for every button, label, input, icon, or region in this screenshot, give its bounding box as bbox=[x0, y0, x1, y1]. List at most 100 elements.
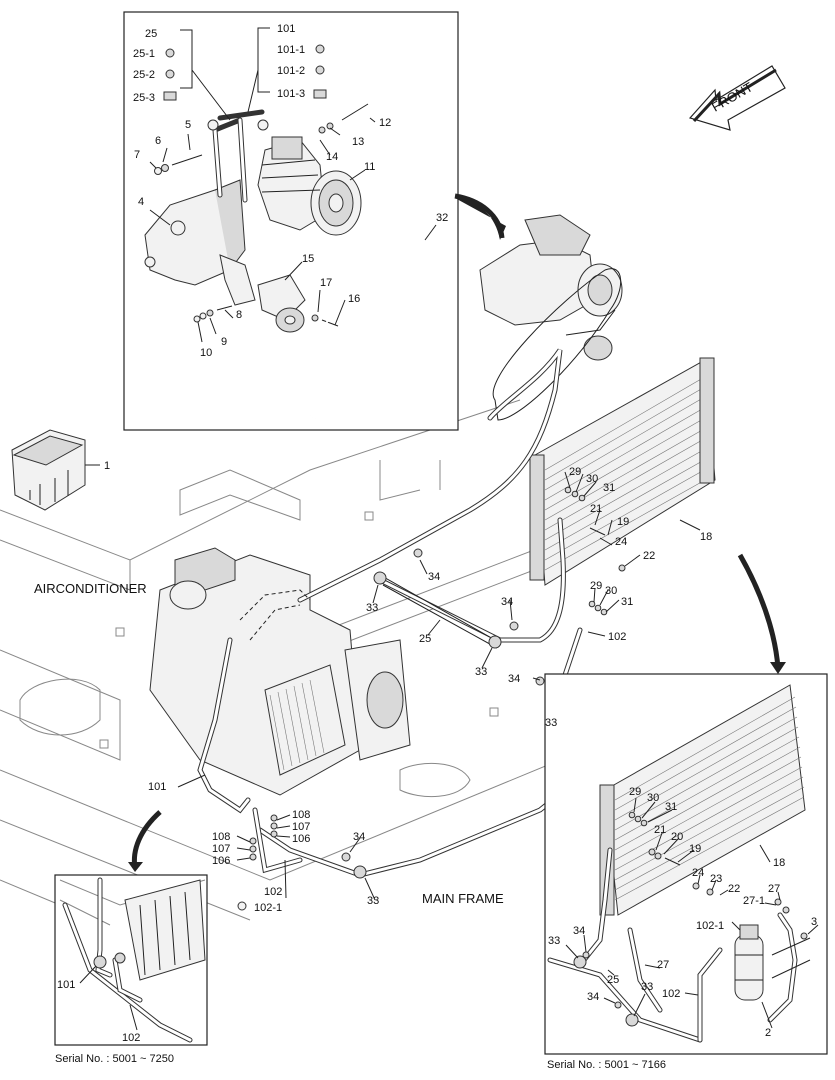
serial-right: Serial No. : 5001 ~ 7166 bbox=[547, 1059, 666, 1071]
callout-30: 30 bbox=[586, 473, 598, 485]
refrigerant-hoses bbox=[197, 348, 592, 878]
callout-33-a: 33 bbox=[366, 602, 378, 614]
rinset-callout-33-b: 33 bbox=[641, 981, 653, 993]
callout-25-2: 25-2 bbox=[133, 69, 155, 81]
rinset-callout-31: 31 bbox=[665, 801, 677, 813]
callout-102-1: 102-1 bbox=[254, 902, 282, 914]
callout-labels-left-inset: 101 102 bbox=[57, 979, 140, 1044]
callout-30-b: 30 bbox=[605, 585, 617, 597]
callout-33-d: 33 bbox=[367, 895, 379, 907]
callout-5: 5 bbox=[185, 119, 191, 131]
callout-25-3: 25-3 bbox=[133, 92, 155, 104]
belt-tensioner bbox=[257, 274, 306, 333]
rinset-callout-3: 3 bbox=[811, 916, 817, 928]
callout-25: 25 bbox=[145, 28, 157, 40]
rinset-callout-25: 25 bbox=[607, 974, 619, 986]
rinset-callout-22: 22 bbox=[728, 883, 740, 895]
inset-callout-102: 102 bbox=[122, 1032, 140, 1044]
rinset-callout-27-1: 27-1 bbox=[743, 895, 765, 907]
main-frame-label: MAIN FRAME bbox=[422, 891, 504, 906]
rinset-callout-34: 34 bbox=[573, 925, 585, 937]
callout-7: 7 bbox=[134, 149, 140, 161]
callout-107-a: 107 bbox=[292, 821, 310, 833]
callout-15: 15 bbox=[302, 253, 314, 265]
callout-29: 29 bbox=[569, 466, 581, 478]
callout-17: 17 bbox=[320, 277, 332, 289]
rinset-callout-102-1: 102-1 bbox=[696, 920, 724, 932]
callout-22: 22 bbox=[643, 550, 655, 562]
callout-9: 9 bbox=[221, 336, 227, 348]
callout-102-b: 102 bbox=[264, 886, 282, 898]
control-panel bbox=[11, 429, 86, 511]
machine-frame-background bbox=[0, 399, 561, 921]
right-inset-detail bbox=[547, 684, 819, 1043]
hvac-airconditioner-unit bbox=[149, 547, 411, 796]
front-direction-arrow bbox=[688, 65, 786, 131]
rinset-callout-23: 23 bbox=[710, 873, 722, 885]
condenser-main bbox=[529, 357, 716, 586]
callout-labels-right-inset: 29 30 31 21 20 19 18 24 23 22 27 27-1 3 … bbox=[548, 786, 817, 1039]
callout-101-main: 101 bbox=[148, 781, 166, 793]
callout-33-c: 33 bbox=[545, 717, 557, 729]
airconditioner-label: AIRCONDITIONER bbox=[34, 581, 147, 596]
callout-34-d: 34 bbox=[353, 831, 365, 843]
callout-16: 16 bbox=[348, 293, 360, 305]
callout-34-a: 34 bbox=[428, 571, 440, 583]
callout-32: 32 bbox=[436, 212, 448, 224]
rinset-callout-102: 102 bbox=[662, 988, 680, 1000]
callout-labels-main: 1 18 29 30 31 21 19 24 22 34 33 25 34 29… bbox=[104, 460, 712, 914]
rinset-callout-30: 30 bbox=[647, 792, 659, 804]
callout-11: 11 bbox=[364, 161, 375, 173]
rinset-callout-27-b: 27 bbox=[657, 959, 669, 971]
left-inset-detail bbox=[59, 877, 206, 1043]
rinset-callout-2: 2 bbox=[765, 1027, 771, 1039]
inset-callout-101: 101 bbox=[57, 979, 75, 991]
engine-compressor-assembly bbox=[479, 214, 623, 361]
receiver-dryer bbox=[734, 924, 764, 1001]
callout-106-a: 106 bbox=[292, 833, 310, 845]
callout-108-a: 108 bbox=[292, 809, 310, 821]
callout-1: 1 bbox=[104, 460, 110, 472]
rinset-callout-33: 33 bbox=[548, 935, 560, 947]
compressor-bracket bbox=[144, 179, 256, 306]
callout-108-b: 108 bbox=[212, 831, 230, 843]
rinset-callout-19: 19 bbox=[689, 843, 701, 855]
callout-21: 21 bbox=[590, 503, 602, 515]
callout-13: 13 bbox=[352, 136, 364, 148]
callout-6: 6 bbox=[155, 135, 161, 147]
rinset-callout-34-b: 34 bbox=[587, 991, 599, 1003]
rinset-callout-20: 20 bbox=[671, 831, 683, 843]
callout-24: 24 bbox=[615, 536, 627, 548]
callout-33-b: 33 bbox=[475, 666, 487, 678]
callout-31: 31 bbox=[603, 482, 615, 494]
callout-12: 12 bbox=[379, 117, 391, 129]
rinset-callout-21: 21 bbox=[654, 824, 666, 836]
callout-10: 10 bbox=[200, 347, 212, 359]
callout-34-c: 34 bbox=[508, 673, 520, 685]
callout-4: 4 bbox=[138, 196, 144, 208]
callout-25-1: 25-1 bbox=[133, 48, 155, 60]
callout-25-main: 25 bbox=[419, 633, 431, 645]
callout-101: 101 bbox=[277, 23, 295, 35]
callout-107-b: 107 bbox=[212, 843, 230, 855]
callout-31-b: 31 bbox=[621, 596, 633, 608]
callout-101-3: 101-3 bbox=[277, 88, 305, 100]
callout-18: 18 bbox=[700, 531, 712, 543]
serial-left: Serial No. : 5001 ~ 7250 bbox=[55, 1053, 174, 1065]
callout-14: 14 bbox=[326, 151, 338, 163]
rinset-callout-27: 27 bbox=[768, 883, 780, 895]
callout-101-2: 101-2 bbox=[277, 65, 305, 77]
callout-101-1: 101-1 bbox=[277, 44, 305, 56]
callout-102: 102 bbox=[608, 631, 626, 643]
callout-8: 8 bbox=[236, 309, 242, 321]
callout-34-b: 34 bbox=[501, 596, 513, 608]
callout-19: 19 bbox=[617, 516, 629, 528]
callout-29-b: 29 bbox=[590, 580, 602, 592]
rinset-callout-29: 29 bbox=[629, 786, 641, 798]
callout-labels-top: 25 25-1 25-2 25-3 101 101-1 101-2 101-3 … bbox=[133, 23, 448, 359]
compressor bbox=[257, 136, 362, 236]
rinset-callout-18: 18 bbox=[773, 857, 785, 869]
callout-106-b: 106 bbox=[212, 855, 230, 867]
rinset-callout-24: 24 bbox=[692, 867, 704, 879]
